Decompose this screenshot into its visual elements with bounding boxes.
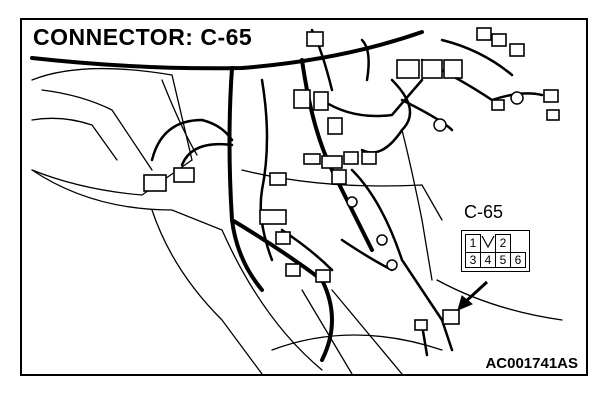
pin-cell: 4 xyxy=(480,251,496,268)
pin-cell: 2 xyxy=(495,234,511,253)
diagram-title: CONNECTOR: C-65 xyxy=(30,24,256,51)
wiring-harness-illustration xyxy=(30,27,563,374)
pin-cell: 3 xyxy=(465,251,481,268)
pinout-bottom-row: 3 4 5 6 xyxy=(465,251,526,268)
pin-key-notch xyxy=(481,235,496,253)
drawing-code: AC001741AS xyxy=(483,355,580,372)
connector-reference-label: C-65 xyxy=(464,202,504,222)
pin-cell: 1 xyxy=(465,234,481,253)
pinout-top-row: 1 2 xyxy=(465,234,526,253)
diagram-frame: CONNECTOR: C-65 C-65 1 2 3 4 5 6 AC00174 xyxy=(20,18,588,376)
pin-cell: 6 xyxy=(510,251,526,268)
connector-pinout: 1 2 3 4 5 6 xyxy=(461,230,530,272)
key-notch-icon xyxy=(481,235,495,248)
pin-cell: 5 xyxy=(495,251,511,268)
